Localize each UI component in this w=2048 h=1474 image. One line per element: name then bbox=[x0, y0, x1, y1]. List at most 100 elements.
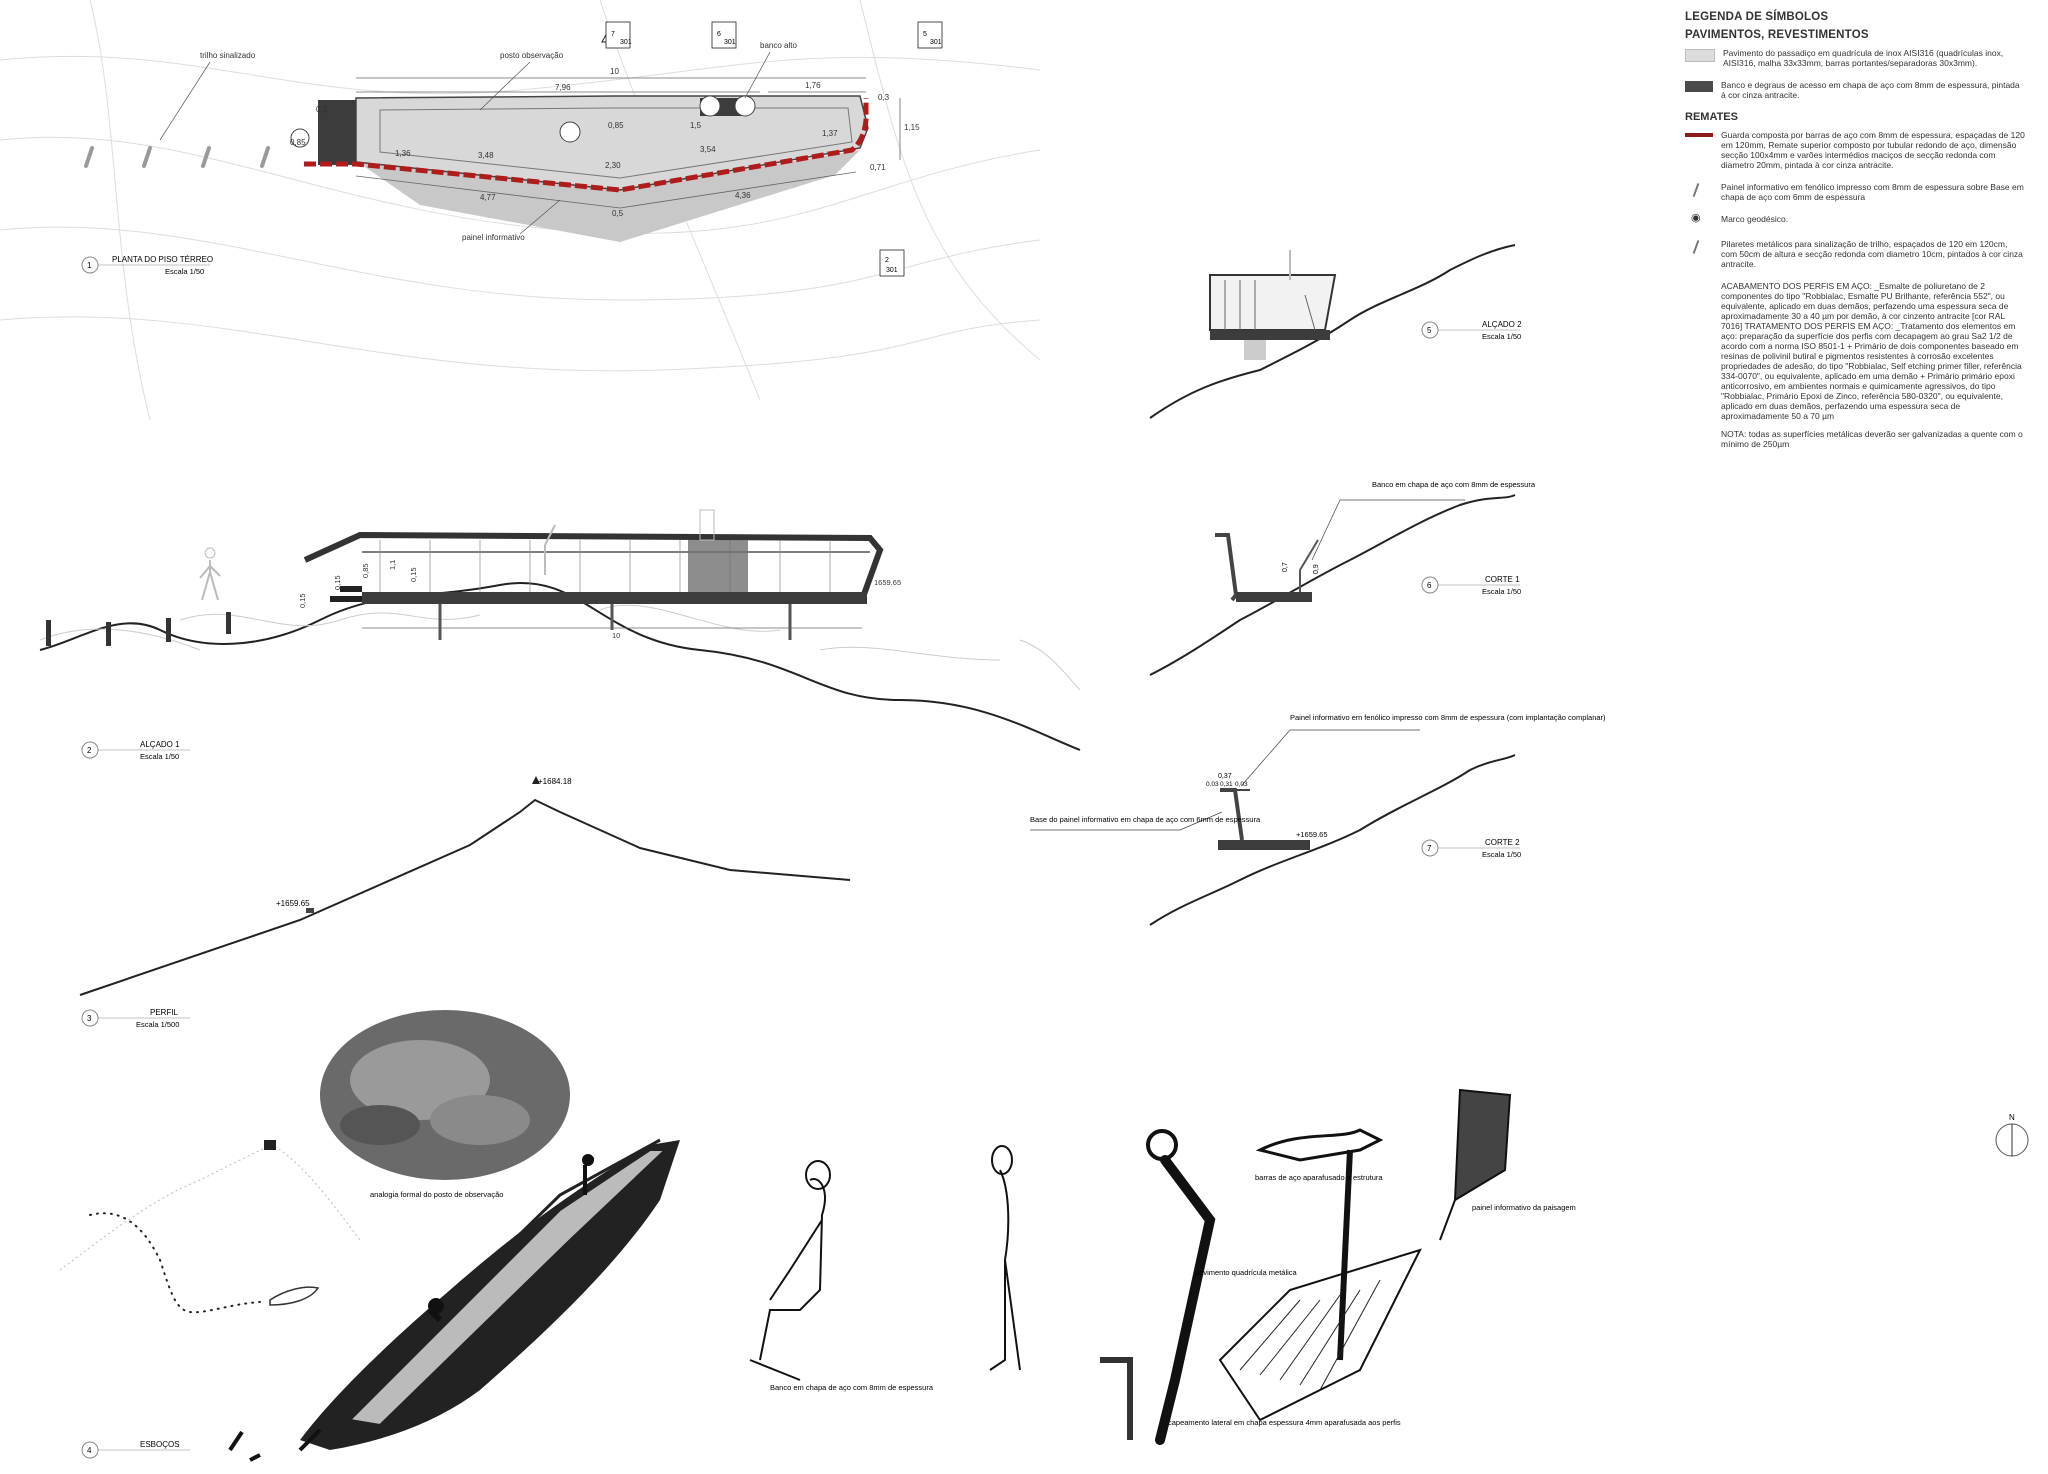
elevation-dims: 1659.65 0,15 0,15 0,85 1,1 0,15 10 bbox=[298, 560, 901, 640]
svg-text:7: 7 bbox=[1427, 844, 1432, 853]
info-panel-sketch bbox=[1453, 1088, 1512, 1202]
sketches-drawing: analogia formal do posto de observação B… bbox=[59, 1010, 1576, 1462]
remate-text: Painel informativo em fenólico impresso … bbox=[1721, 182, 2024, 202]
svg-text:7: 7 bbox=[611, 31, 615, 38]
svg-text:0,03: 0,03 bbox=[1206, 781, 1219, 788]
figure-sitting bbox=[749, 1178, 826, 1381]
section-2-drawing: Painel informativo em fenólico impresso … bbox=[1030, 713, 1606, 926]
svg-text:PLANTA DO PISO TÉRREO: PLANTA DO PISO TÉRREO bbox=[112, 255, 213, 264]
label-pavimento: pavimento quadrícula metálica bbox=[1195, 1268, 1298, 1277]
dim-f: 3,54 bbox=[700, 145, 716, 154]
s2-leader-2 bbox=[1179, 811, 1223, 831]
svg-text:2: 2 bbox=[885, 257, 889, 264]
svg-text:Escala 1/500: Escala 1/500 bbox=[136, 1020, 179, 1029]
profile-line bbox=[79, 798, 851, 996]
pavimento-item: Pavimento do passadiço em quadrícula de … bbox=[1685, 48, 2025, 68]
remate-item: Pilaretes metálicos para sinalização de … bbox=[1685, 239, 2025, 269]
svg-text:3: 3 bbox=[87, 1014, 92, 1023]
north-label: N bbox=[2009, 1113, 2015, 1122]
section-marker-5: 5 301 bbox=[917, 21, 943, 49]
dim-i: 0,3 bbox=[878, 93, 890, 102]
platform-inner-line bbox=[379, 107, 853, 179]
dim-length: 7,96 bbox=[555, 83, 571, 92]
svg-text:0,37: 0,37 bbox=[1218, 773, 1232, 780]
legend-panel: LEGENDA DE SÍMBOLOS PAVIMENTOS, REVESTIM… bbox=[1685, 11, 2025, 457]
remate-item: Painel informativo em fenólico impresso … bbox=[1685, 182, 2025, 202]
grating-hatch bbox=[1239, 1279, 1381, 1391]
elevation-person-walking bbox=[199, 560, 221, 601]
plan-drawing: 10 7,96 1,76 0,3 0,85 1,36 3,48 0,85 2,3… bbox=[0, 0, 1041, 421]
svg-text:6: 6 bbox=[717, 31, 721, 38]
profile-platform bbox=[306, 908, 314, 913]
figure-standing bbox=[989, 1169, 1021, 1371]
elevation-balusters bbox=[379, 540, 831, 592]
guardrail bbox=[304, 98, 869, 193]
s2-leader-1 bbox=[1241, 729, 1291, 786]
profile-base: +1659.65 bbox=[276, 899, 310, 908]
svg-text:ESBOÇOS: ESBOÇOS bbox=[140, 1440, 180, 1449]
plan-dimension-lines bbox=[355, 77, 901, 209]
label-trilho: trilho sinalizado bbox=[200, 51, 256, 60]
title-4: 4 ESBOÇOS bbox=[81, 1440, 190, 1459]
person-plan-4 bbox=[734, 95, 756, 117]
peak-sketch-marker bbox=[264, 1140, 276, 1150]
s2-deck bbox=[1218, 840, 1310, 850]
remate-swatch bbox=[1685, 133, 1713, 137]
title-3: 3 PERFIL Escala 1/500 bbox=[81, 1008, 190, 1029]
s2-level: +1659.65 bbox=[1296, 830, 1328, 839]
svg-text:0,15: 0,15 bbox=[298, 593, 307, 608]
svg-text:Escala 1/50: Escala 1/50 bbox=[1482, 850, 1521, 859]
label-banco-sketch: Banco em chapa de aço com 8mm de espessu… bbox=[770, 1383, 934, 1392]
e2-ground bbox=[1149, 244, 1516, 419]
title-5: 5 ALÇADO 2 Escala 1/50 bbox=[1421, 320, 1522, 341]
pavimento-text: Pavimento do passadiço em quadrícula de … bbox=[1723, 48, 2004, 68]
s1-ground bbox=[1149, 494, 1516, 676]
dim-e: 1,5 bbox=[690, 121, 702, 130]
elevation-deck bbox=[362, 592, 867, 604]
e2-support bbox=[1244, 340, 1266, 360]
svg-text:301: 301 bbox=[886, 267, 898, 274]
profile-drawing: +1684.18 +1659.65 bbox=[79, 776, 851, 996]
svg-text:Escala 1/50: Escala 1/50 bbox=[140, 752, 179, 761]
perspective-scribbles bbox=[228, 1428, 322, 1462]
profile-peak: +1684.18 bbox=[538, 777, 572, 786]
label-analogia: analogia formal do posto de observação bbox=[370, 1190, 503, 1199]
plan-leaders bbox=[159, 51, 771, 235]
s1-rail bbox=[1215, 533, 1239, 602]
remate-item: Marco geodésico. bbox=[1685, 213, 2025, 227]
svg-text:5: 5 bbox=[923, 31, 927, 38]
pavimento-item: Banco e degraus de acesso em chapa de aç… bbox=[1685, 80, 2025, 100]
dim-end: 1,76 bbox=[805, 81, 821, 90]
dim-width: 0,85 bbox=[290, 138, 306, 147]
person-plan-1 bbox=[290, 128, 310, 148]
label-painel-sketch: painel informativo da paisagem bbox=[1472, 1203, 1576, 1212]
elevation-2-drawing bbox=[1149, 244, 1516, 419]
dim-m: 4,36 bbox=[735, 191, 751, 200]
plan-labels: trilho sinalizado posto observação banco… bbox=[200, 41, 797, 242]
dim-d: 2,30 bbox=[605, 161, 621, 170]
label-capeamento: capeamento lateral em chapa espessura 4m… bbox=[1168, 1418, 1401, 1427]
elevation-drawing: 1659.65 0,15 0,15 0,85 1,1 0,15 10 bbox=[39, 509, 1081, 751]
legend-note: NOTA: todas as superfícies metálicas dev… bbox=[1721, 429, 2023, 449]
elevation-steps bbox=[330, 586, 362, 602]
svg-text:0,7: 0,7 bbox=[1282, 562, 1289, 572]
svg-text:0,15: 0,15 bbox=[333, 575, 342, 590]
svg-text:2: 2 bbox=[87, 746, 92, 755]
dim-g: 1,37 bbox=[822, 129, 838, 138]
e2-balusters bbox=[1224, 280, 1316, 331]
s2-base-note: Base do painel informativo em chapa de a… bbox=[1030, 815, 1261, 824]
label-barras: barras de aço aparafusado à estrutura bbox=[1255, 1173, 1383, 1182]
svg-text:301: 301 bbox=[724, 39, 736, 46]
svg-text:5: 5 bbox=[1427, 326, 1432, 335]
dim-h: 1,15 bbox=[904, 123, 920, 132]
s2-rail bbox=[1220, 788, 1244, 841]
base-detail bbox=[1100, 1357, 1133, 1440]
trail-sketch bbox=[89, 1212, 261, 1314]
label-banco: banco alto bbox=[760, 41, 797, 50]
svg-text:CORTE 1: CORTE 1 bbox=[1485, 575, 1520, 584]
svg-text:4: 4 bbox=[87, 1446, 92, 1455]
svg-text:6: 6 bbox=[1427, 581, 1432, 590]
dim-total: 10 bbox=[610, 67, 619, 76]
